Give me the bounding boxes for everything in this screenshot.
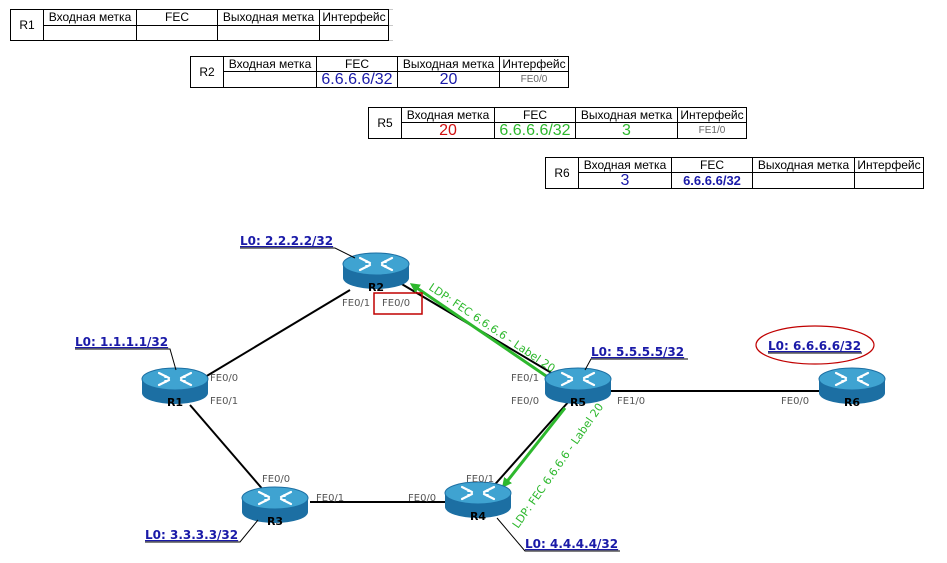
header-in-label: Входная метка — [43, 9, 137, 26]
loopback-label: L0: 3.3.3.3/32 — [145, 528, 238, 542]
router-label: R5 — [570, 396, 586, 409]
cell-fec: 6.6.6.6/32 — [494, 122, 576, 139]
loopback-label: L0: 4.4.4.4/32 — [525, 537, 618, 551]
iface-r4-fe00: FE0/0 — [408, 493, 436, 504]
header-out-label: Выходная метка — [397, 56, 500, 72]
cell-in-label: 20 — [401, 122, 495, 139]
ldp-arrow-r5-r4 — [501, 407, 567, 488]
link-r1-r2 — [199, 289, 351, 381]
router-r5[interactable]: R5 — [543, 366, 613, 409]
loopback-label: L0: 5.5.5.5/32 — [591, 345, 684, 359]
ldp-label-r4: LDP: FEC 6.6.6.6 - Label 20 — [510, 401, 606, 531]
iface-r2-fe00: FE0/0 — [382, 298, 410, 309]
loopback-label: L0: 2.2.2.2/32 — [240, 234, 333, 248]
iface-r1-fe00: FE0/0 — [210, 373, 238, 384]
iface-r4-fe01: FE0/1 — [466, 474, 494, 485]
router-r3[interactable]: R3 — [240, 485, 310, 528]
header-interface: Интерфейс — [677, 107, 747, 123]
header-in-label: Входная метка — [223, 56, 317, 72]
leader-line — [240, 247, 356, 259]
iface-r5-fe01: FE0/1 — [511, 373, 539, 384]
router-r4[interactable]: R4 — [443, 480, 513, 523]
header-fec: FEC — [671, 157, 753, 173]
loopback-r1: L0: 1.1.1.1/32 — [75, 335, 177, 371]
leader-line — [496, 517, 620, 552]
loopback-r6: L0: 6.6.6.6/32 — [755, 325, 875, 365]
loopback-r5: L0: 5.5.5.5/32 — [584, 345, 688, 371]
cell-interface: FE0/0 — [499, 71, 569, 88]
iface-r6-fe00: FE0/0 — [781, 396, 809, 407]
link-r5-r4 — [489, 399, 571, 491]
router-r1[interactable]: R1 — [140, 366, 210, 409]
link-r1-r3 — [189, 404, 266, 493]
highlight-box-r2-fe00 — [373, 292, 423, 315]
iface-r3-fe01: FE0/1 — [316, 493, 344, 504]
leader-line — [75, 348, 177, 371]
cell-interface — [854, 172, 924, 189]
router-r2[interactable]: R2 — [341, 251, 411, 294]
router-label: R6 — [844, 396, 860, 409]
router-label: R3 — [267, 515, 283, 528]
iface-r3-fe00: FE0/0 — [262, 474, 290, 485]
leader-line — [145, 519, 259, 543]
cell-interface: FE1/0 — [677, 122, 747, 139]
loopback-r4: L0: 4.4.4.4/32 — [496, 517, 620, 552]
router-label: R1 — [167, 396, 183, 409]
lfib-table-r1: R1 Входная метка FEC Выходная метка Инте… — [10, 9, 393, 41]
iface-r1-fe01: FE0/1 — [210, 396, 238, 407]
ldp-arrow-r5-r2 — [409, 283, 553, 382]
cell-interface — [319, 24, 389, 41]
lfib-table-r6: R6 Входная метка FEC Выходная метка Инте… — [545, 157, 924, 189]
table-router-name: R5 — [368, 107, 402, 139]
cell-out-label: 20 — [397, 71, 500, 88]
header-interface: Интерфейс — [319, 9, 389, 26]
iface-r5-fe10: FE1/0 — [617, 396, 645, 407]
router-label: R4 — [470, 510, 486, 523]
lfib-table-r2: R2 Входная метка FEC Выходная метка Инте… — [190, 56, 569, 88]
loopback-label: L0: 6.6.6.6/32 — [768, 339, 861, 353]
leader-line — [584, 358, 688, 371]
loopback-r3: L0: 3.3.3.3/32 — [145, 519, 259, 543]
highlight-ellipse — [755, 325, 875, 365]
loopback-label: L0: 1.1.1.1/32 — [75, 335, 168, 349]
router-r6[interactable]: R6 — [817, 366, 887, 409]
header-fec: FEC — [316, 56, 398, 72]
header-out-label: Выходная метка — [752, 157, 855, 173]
table-router-name: R6 — [545, 157, 579, 189]
router-label: R2 — [368, 281, 384, 294]
table-router-name: R1 — [10, 9, 44, 41]
loopback-r2: L0: 2.2.2.2/32 — [240, 234, 356, 259]
ldp-label-r2: LDP: FEC 6.6.6.6 - Label 20 — [426, 281, 557, 375]
cell-fec: 6.6.6.6/32 — [316, 71, 398, 88]
iface-r5-fe00: FE0/0 — [511, 396, 539, 407]
cell-fec: 6.6.6.6/32 — [671, 172, 753, 189]
lfib-table-r5: R5 Входная метка FEC Выходная метка Инте… — [368, 107, 747, 139]
iface-r2-fe01: FE0/1 — [342, 298, 370, 309]
header-in-label: Входная метка — [401, 107, 495, 123]
